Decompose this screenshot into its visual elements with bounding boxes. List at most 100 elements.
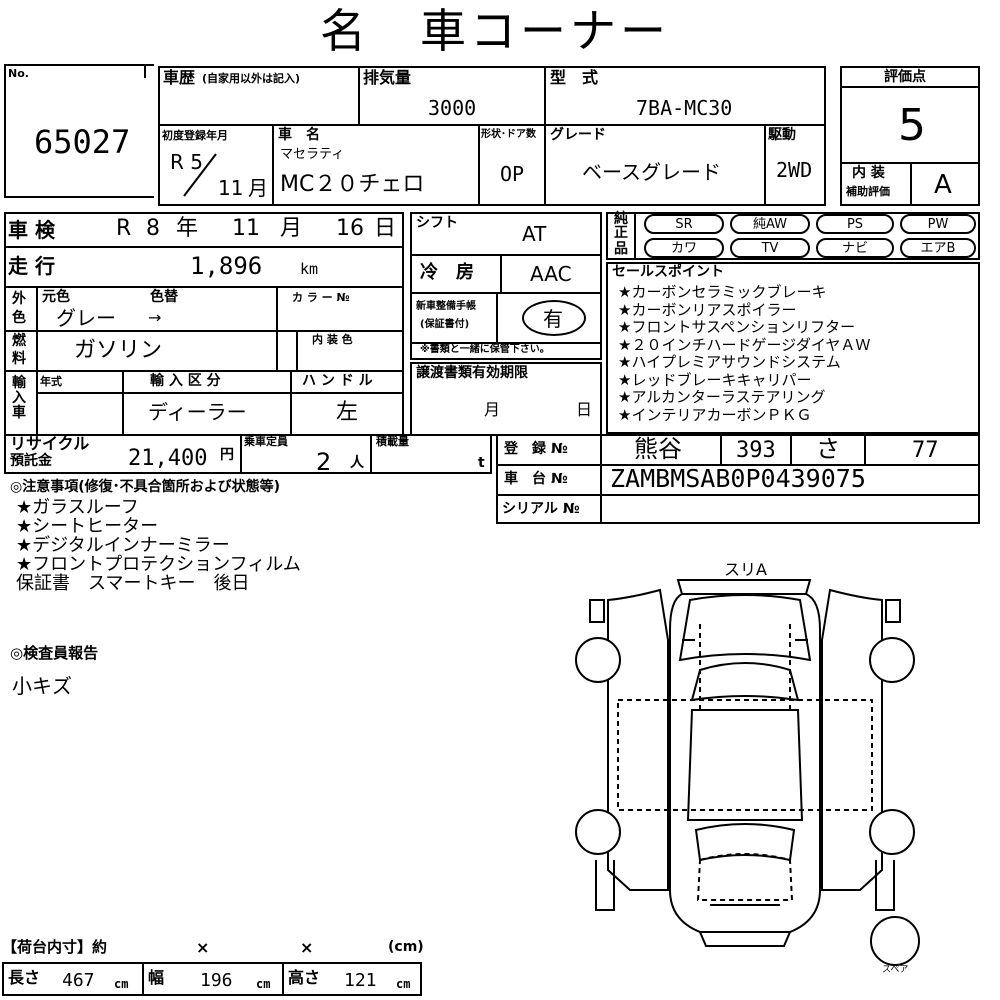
car-name-label: 車 名: [278, 127, 320, 143]
cargo-x1: ×: [196, 938, 210, 957]
width-value: 196: [200, 970, 233, 991]
color-code-label: カ ラ ー №: [292, 291, 350, 304]
note-item: ★フロントプロテクションフィルム: [16, 554, 301, 575]
car-condition-diagram: [575, 579, 915, 947]
inspection-day: 16: [336, 216, 364, 241]
drive-value: 2WD: [776, 158, 813, 182]
cargo-unit: (cm): [388, 939, 424, 955]
height-label: 高さ: [288, 968, 321, 987]
note-item: ★ガラスルーフ: [16, 497, 139, 518]
height-value: 121: [344, 970, 377, 991]
serial-label: シリアル №: [502, 501, 580, 517]
length-label: 長さ: [8, 968, 41, 987]
chassis-value: ZAMBMSAB0P0439075: [610, 464, 866, 493]
capacity-value: 2: [316, 448, 332, 476]
lot-label: No.: [8, 67, 29, 80]
mileage-value: 1,896: [190, 252, 263, 280]
capacity-label: 乗車定員: [244, 435, 288, 448]
sales-points-label: セールスポイント: [612, 264, 724, 280]
fuel-side-1: 燃: [12, 333, 26, 349]
load-label: 積載量: [376, 435, 409, 448]
import-type-label: 輸 入 区 分: [150, 373, 221, 389]
handle-value: 左: [336, 400, 359, 425]
exterior-color-value: グレー: [56, 306, 116, 330]
notes-label: ◎注意事項(修復･不具合箇所および状態等): [10, 479, 281, 495]
displacement-value: 3000: [428, 96, 477, 120]
cargo-label: 【荷台内寸】約: [2, 938, 108, 956]
slash-icon: [183, 153, 217, 197]
inspection-era: R: [116, 216, 132, 241]
sales-point-item: ★アルカンターラステアリング: [618, 388, 826, 406]
interior-label-2: 補助評価: [846, 185, 890, 198]
sales-point-item: ★フロントサスペンションリフター: [618, 318, 856, 336]
sales-point-item: ★２０インチハードゲージダイヤＡＷ: [618, 335, 871, 354]
sales-points-list: ★カーボンセラミックブレーキ ★カーボンリアスポイラー ★フロントサスペンション…: [618, 283, 871, 424]
equip-pw: PW: [900, 214, 976, 234]
length-unit: cm: [114, 977, 129, 991]
equip-navi: ナビ: [816, 238, 894, 258]
ac-value: AAC: [530, 262, 572, 286]
equip-airbag: エアB: [900, 238, 976, 258]
sales-point-item: ★カーボンセラミックブレーキ: [618, 283, 827, 301]
shift-ac-grid: [410, 212, 602, 360]
maint-label-1: 新車整備手帳: [416, 301, 476, 312]
recycle-label-2: 預託金: [10, 453, 52, 469]
rating-value: 5: [898, 100, 926, 151]
registration-class: 393: [736, 438, 776, 463]
spare-label: スペア: [882, 965, 909, 975]
inspection-year: 8: [146, 216, 160, 241]
notes-list: ★ガラスルーフ ★シートヒーター ★デジタルインナーミラー ★フロントプロテクシ…: [16, 498, 301, 593]
registration-label: 登 録 №: [504, 441, 568, 457]
height-unit: cm: [396, 977, 411, 991]
dimensions-row: [2, 962, 422, 996]
shift-label: シフト: [416, 215, 458, 231]
load-unit: t: [478, 455, 485, 471]
history-label: 車歴: [163, 68, 196, 87]
capacity-unit: 人: [350, 455, 364, 471]
diagram-top-label: スリA: [724, 560, 767, 579]
note-item: ★デジタルインナーミラー: [16, 535, 230, 556]
registration-kana: さ: [816, 435, 840, 463]
inspection-month: 11: [232, 216, 260, 241]
equip-side-3: 品: [614, 241, 628, 257]
sales-points-box: [606, 262, 980, 434]
grade-label: グレード: [550, 127, 606, 143]
handle-label: ハ ン ド ル: [302, 373, 373, 389]
color-change-arrow: →: [148, 308, 162, 327]
vehicle-info-grid: [158, 66, 826, 206]
ac-label: 冷 房: [420, 262, 474, 283]
import-type-value: ディーラー: [148, 400, 247, 424]
interior-value: A: [934, 170, 952, 200]
width-label: 幅: [148, 968, 165, 987]
inspector-value: 小キズ: [12, 674, 72, 698]
sales-point-item: ★インテリアカーボンＰＫＧ: [618, 405, 812, 424]
first-reg-era: R 5: [170, 150, 203, 174]
grade-value: ベースグレード: [582, 160, 721, 184]
orig-color-label: 元色: [42, 289, 70, 305]
equip-leather: カワ: [644, 238, 724, 258]
note-item: ★シートヒーター: [16, 516, 159, 537]
car-maker: マセラティ: [280, 147, 345, 162]
page-title: 名 車コーナー: [320, 4, 670, 58]
interior-color-label: 内 装 色: [312, 333, 353, 346]
equip-alloy-wheel: 純AW: [730, 214, 810, 234]
sales-point-item: ★カーボンリアスポイラー: [618, 300, 797, 319]
drive-label: 駆動: [768, 127, 796, 143]
spare-tire-icon: [870, 916, 920, 966]
transfer-day: 日: [576, 400, 593, 419]
mileage-unit: km: [300, 260, 319, 278]
equip-tv: TV: [730, 238, 810, 258]
history-note: (自家用以外は記入): [202, 72, 301, 85]
equipment-box: [606, 212, 980, 260]
import-side: 輸入車: [12, 375, 26, 421]
recycle-value: 21,400: [128, 446, 208, 471]
inspection-year-unit: 年: [176, 216, 199, 241]
model-code-value: 7BA-MC30: [636, 96, 733, 120]
sales-point-item: ★ハイプレミアサウンドシステム: [618, 353, 841, 371]
width-unit: cm: [256, 977, 271, 991]
transfer-label: 譲渡書類有効期限: [416, 365, 528, 381]
recycle-unit: 円: [220, 447, 234, 463]
doors-label: 形状･ドア数: [481, 129, 536, 140]
registration-grid: [496, 434, 980, 524]
registration-number: 77: [912, 438, 939, 463]
